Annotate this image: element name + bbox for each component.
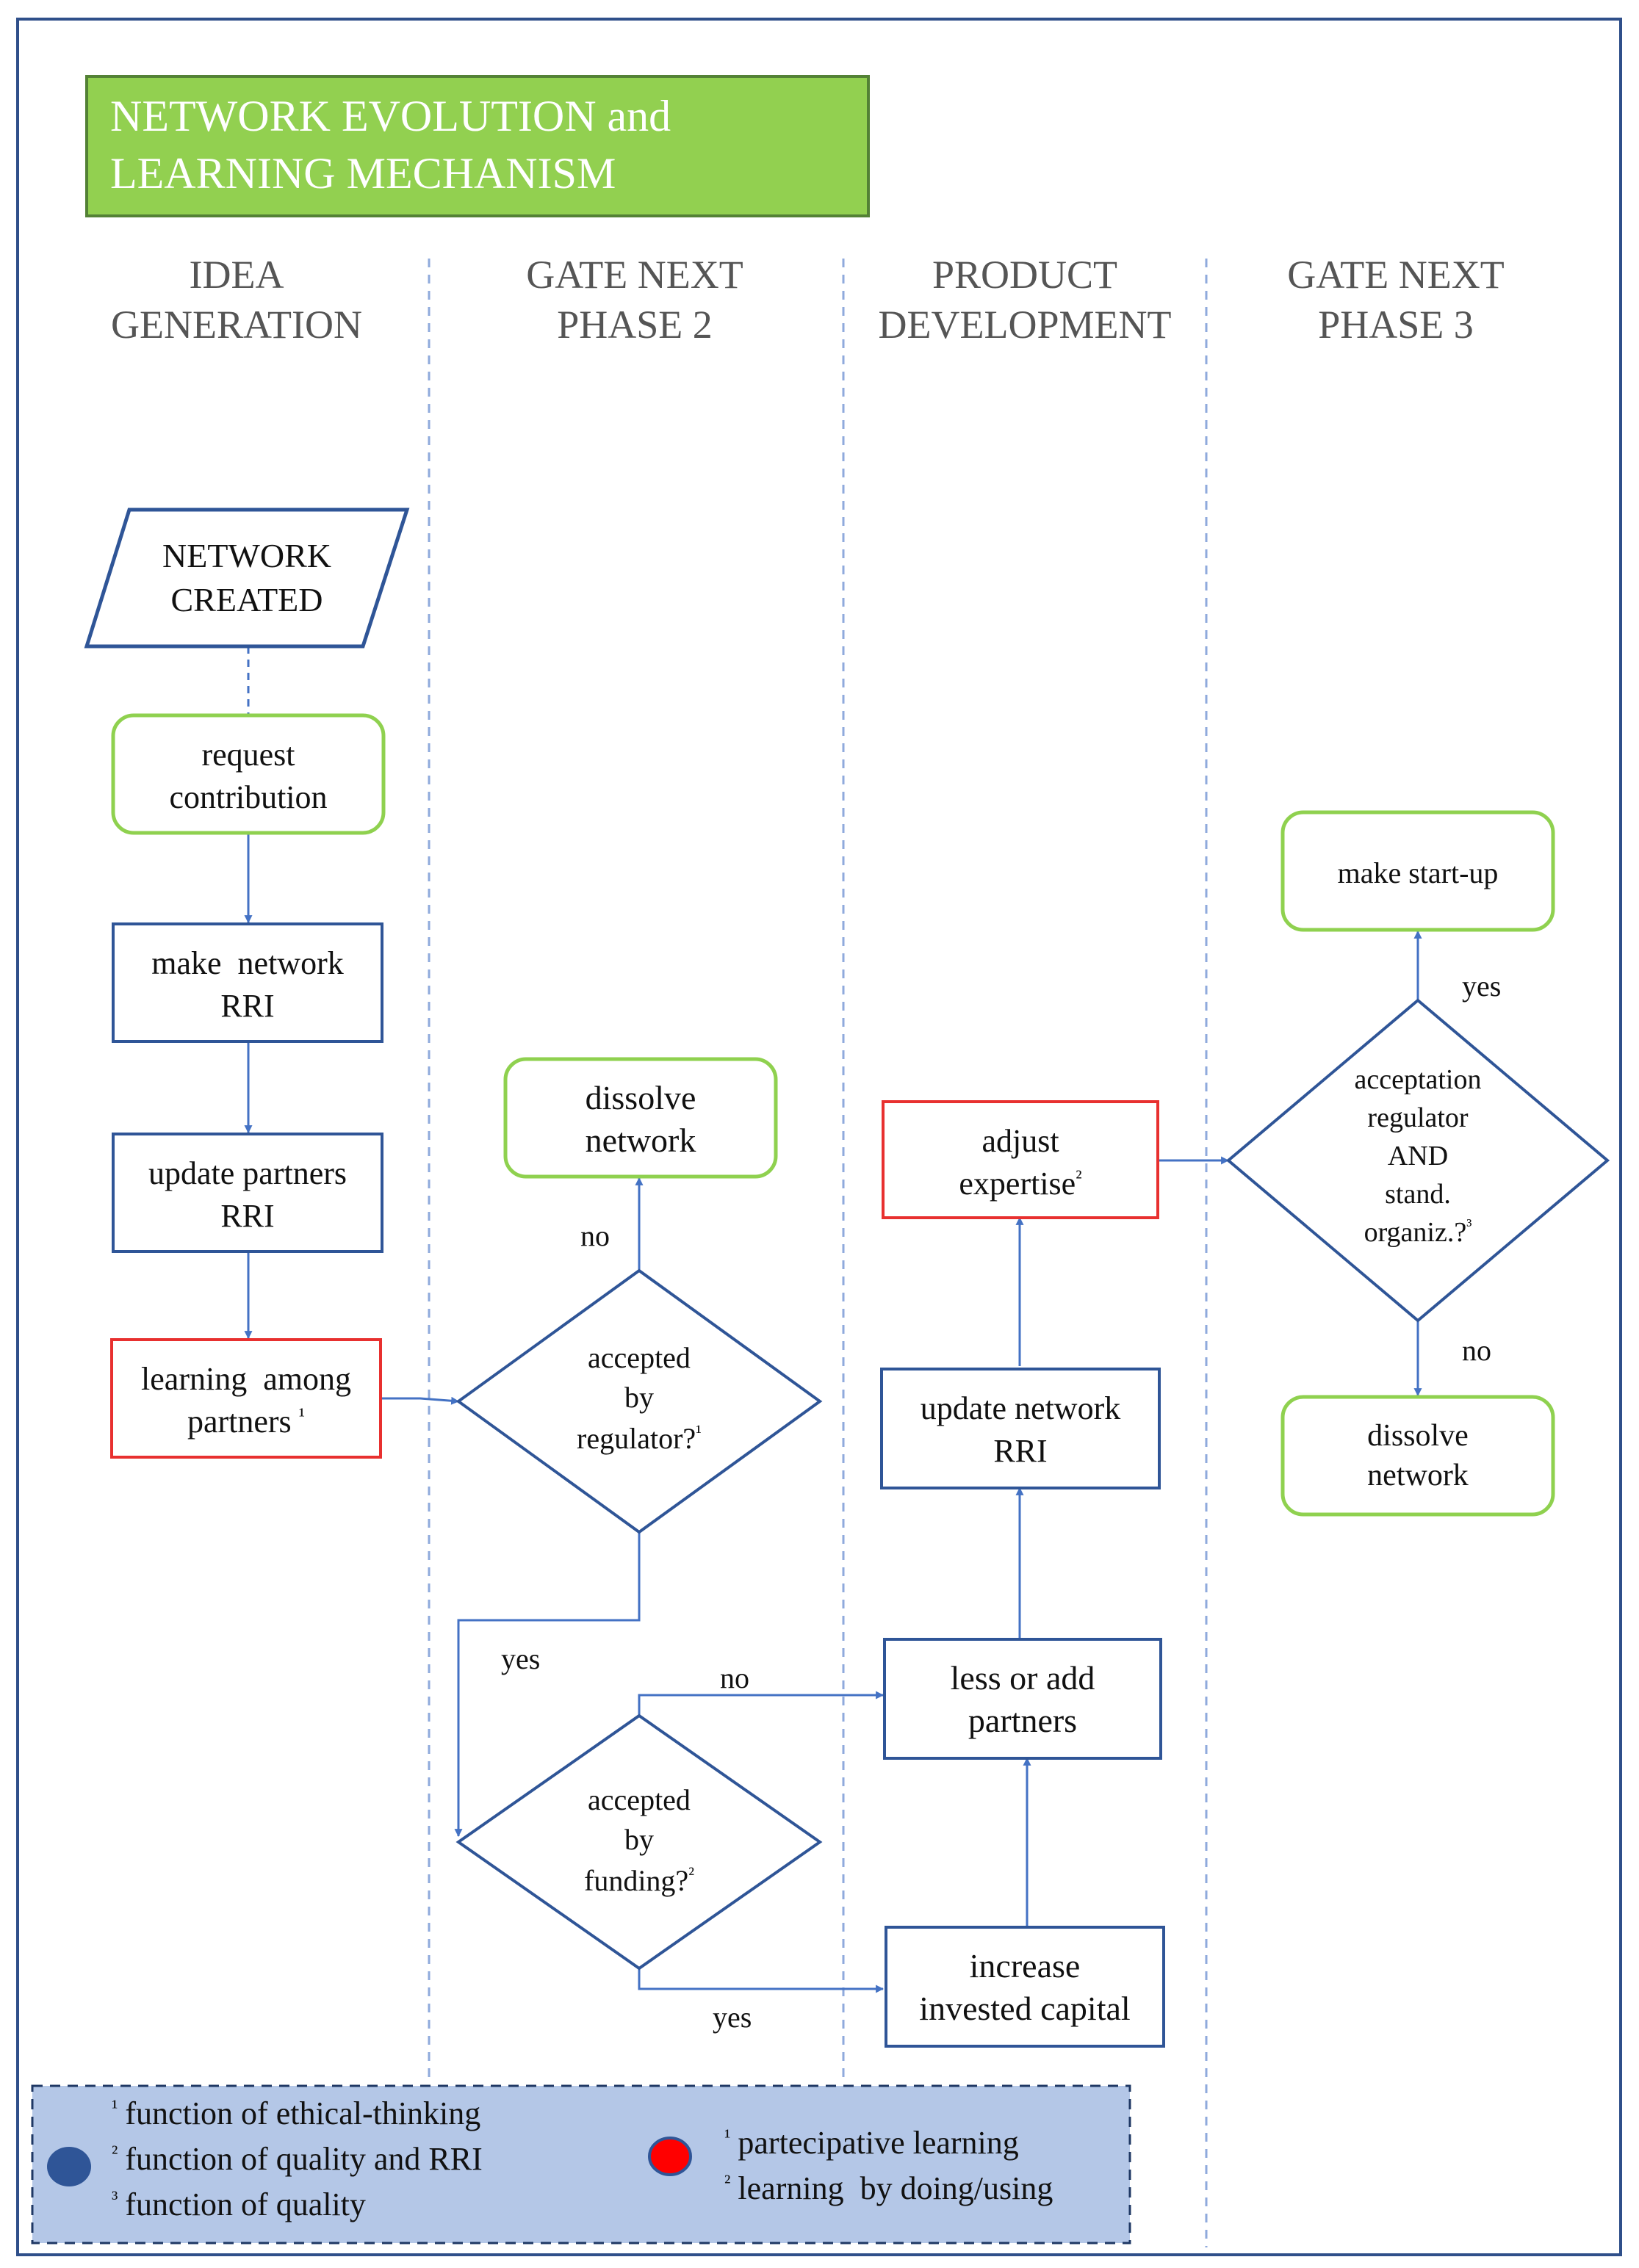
increase-invested-capital-line-2: invested capital — [919, 1990, 1130, 2027]
update-partners-rri-line-2: RRI — [220, 1198, 274, 1234]
funding-decision-line-3: funding?² — [584, 1863, 694, 1897]
dissolve-network-node-phase2: dissolve network — [503, 1057, 778, 1179]
request-contribution-line-2: contribution — [169, 779, 327, 815]
phase-headers: IDEA GENERATION GATE NEXT PHASE 2 PRODUC… — [111, 253, 1505, 347]
edge-label-phase3-no: no — [1462, 1334, 1491, 1367]
increase-invested-capital-node: increase invested capital — [885, 1926, 1165, 2048]
legend-blue-dot — [47, 2147, 91, 2186]
update-network-rri-line-1: update network — [921, 1390, 1120, 1426]
edge-label-funding-no: no — [720, 1661, 749, 1694]
edge-label-funding-yes: yes — [713, 2001, 752, 2034]
funding-decision-line-1: accepted — [588, 1783, 691, 1816]
dissolve-network-1-line-2: network — [586, 1122, 696, 1159]
edge-label-phase3-yes: yes — [1462, 969, 1501, 1003]
acceptation-decision-diamond: acceptation regulator AND stand. organiz… — [1225, 998, 1610, 1323]
regulator-decision-line-2: by — [624, 1381, 654, 1414]
adjust-expertise-line-1: adjust — [981, 1123, 1059, 1159]
update-network-rri-line-2: RRI — [993, 1433, 1047, 1469]
less-or-add-partners-line-1: less or add — [951, 1659, 1095, 1697]
update-partners-rri-line-1: update partners — [148, 1155, 347, 1191]
legend-box — [31, 2084, 1131, 2244]
dissolve-network-1-line-1: dissolve — [586, 1079, 696, 1116]
funding-decision-line-2: by — [624, 1823, 654, 1856]
edge-label-regulator-yes: yes — [501, 1642, 540, 1675]
phase-2-subtitle: PHASE 2 — [557, 303, 713, 347]
make-network-rri-line-2: RRI — [220, 988, 274, 1024]
less-or-add-partners-node: less or add partners — [883, 1638, 1162, 1760]
regulator-decision-line-3: regulator?¹ — [577, 1421, 702, 1455]
title-line-1: NETWORK EVOLUTION and — [110, 92, 671, 140]
make-startup-label: make start-up — [1338, 856, 1499, 889]
phase-4-subtitle: PHASE 3 — [1318, 303, 1474, 347]
dissolve-network-2-line-1: dissolve — [1367, 1419, 1469, 1453]
regulator-decision-diamond: accepted by regulator?¹ — [455, 1268, 823, 1534]
phase-3-subtitle: DEVELOPMENT — [879, 303, 1172, 347]
make-startup-node: make start-up — [1280, 810, 1555, 932]
lane-dividers — [428, 259, 1208, 2247]
arrow-regulator-to-funding — [454, 1532, 641, 1838]
less-or-add-partners-line-2: partners — [968, 1702, 1077, 1739]
phase-4-title: GATE NEXT — [1287, 253, 1504, 297]
dissolve-network-node-phase3: dissolve network — [1280, 1395, 1555, 1517]
acceptation-decision-line-1: acceptation — [1354, 1064, 1481, 1095]
request-contribution-node: request contribution — [111, 713, 386, 835]
adjust-expertise-line-2: expertise² — [959, 1166, 1081, 1202]
connectors — [244, 646, 1422, 1993]
learning-among-partners-line-1: learning among — [141, 1361, 351, 1397]
title-box: NETWORK EVOLUTION and LEARNING MECHANISM — [85, 75, 870, 217]
funding-decision-diamond: accepted by funding?² — [455, 1713, 823, 1971]
edge-label-regulator-no: no — [580, 1219, 610, 1252]
network-created-line-2: CREATED — [171, 581, 323, 618]
phase-1-subtitle: GENERATION — [111, 303, 362, 347]
phase-2-title: GATE NEXT — [526, 253, 743, 297]
legend-red-dot — [648, 2137, 692, 2176]
adjust-expertise-node: adjust expertise² — [882, 1100, 1159, 1219]
make-network-rri-node: make network RRI — [112, 922, 383, 1043]
dissolve-network-2-line-2: network — [1367, 1459, 1469, 1492]
edge-labels: no yes no yes yes no — [501, 969, 1501, 2034]
phase-3-title: PRODUCT — [932, 253, 1117, 297]
update-partners-rri-node: update partners RRI — [112, 1133, 383, 1253]
arrow-funding-to-increase — [638, 1968, 885, 1993]
request-contribution-line-1: request — [201, 737, 295, 773]
title-line-2: LEARNING MECHANISM — [110, 149, 616, 198]
regulator-decision-line-1: accepted — [588, 1341, 691, 1374]
increase-invested-capital-line-1: increase — [970, 1947, 1081, 1984]
update-network-rri-node: update network RRI — [880, 1368, 1161, 1489]
network-created-line-1: NETWORK — [162, 537, 331, 574]
acceptation-decision-line-4: stand. — [1385, 1179, 1451, 1210]
arrow-funding-to-less — [638, 1691, 885, 1716]
acceptation-decision-line-5: organiz.?³ — [1364, 1216, 1472, 1248]
phase-1-title: IDEA — [190, 253, 284, 297]
network-created-node: NETWORK CREATED — [84, 508, 410, 649]
acceptation-decision-line-3: AND — [1388, 1141, 1448, 1171]
acceptation-decision-line-2: regulator — [1367, 1102, 1469, 1133]
make-network-rri-line-1: make network — [151, 945, 343, 981]
arrow-learning-to-regulator — [381, 1396, 460, 1405]
